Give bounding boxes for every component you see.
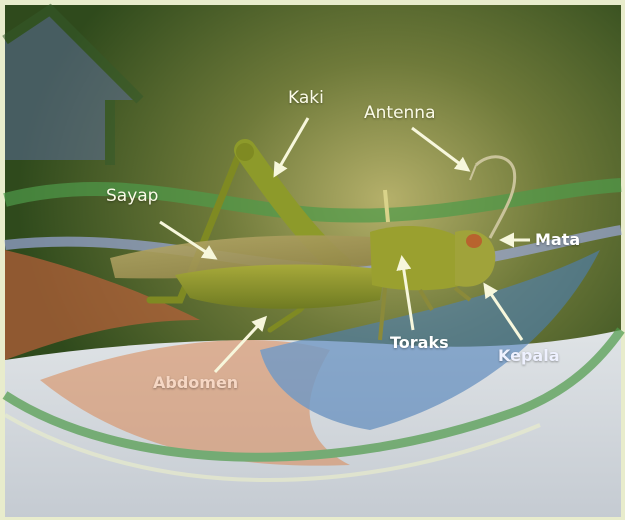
label-mata: Mata	[535, 230, 580, 249]
label-abdomen: Abdomen	[153, 373, 238, 392]
label-sayap: Sayap	[106, 186, 158, 206]
label-kepala: Kepala	[498, 346, 560, 365]
label-toraks: Toraks	[390, 333, 449, 352]
label-antenna: Antenna	[364, 103, 436, 123]
label-kaki: Kaki	[288, 88, 324, 108]
